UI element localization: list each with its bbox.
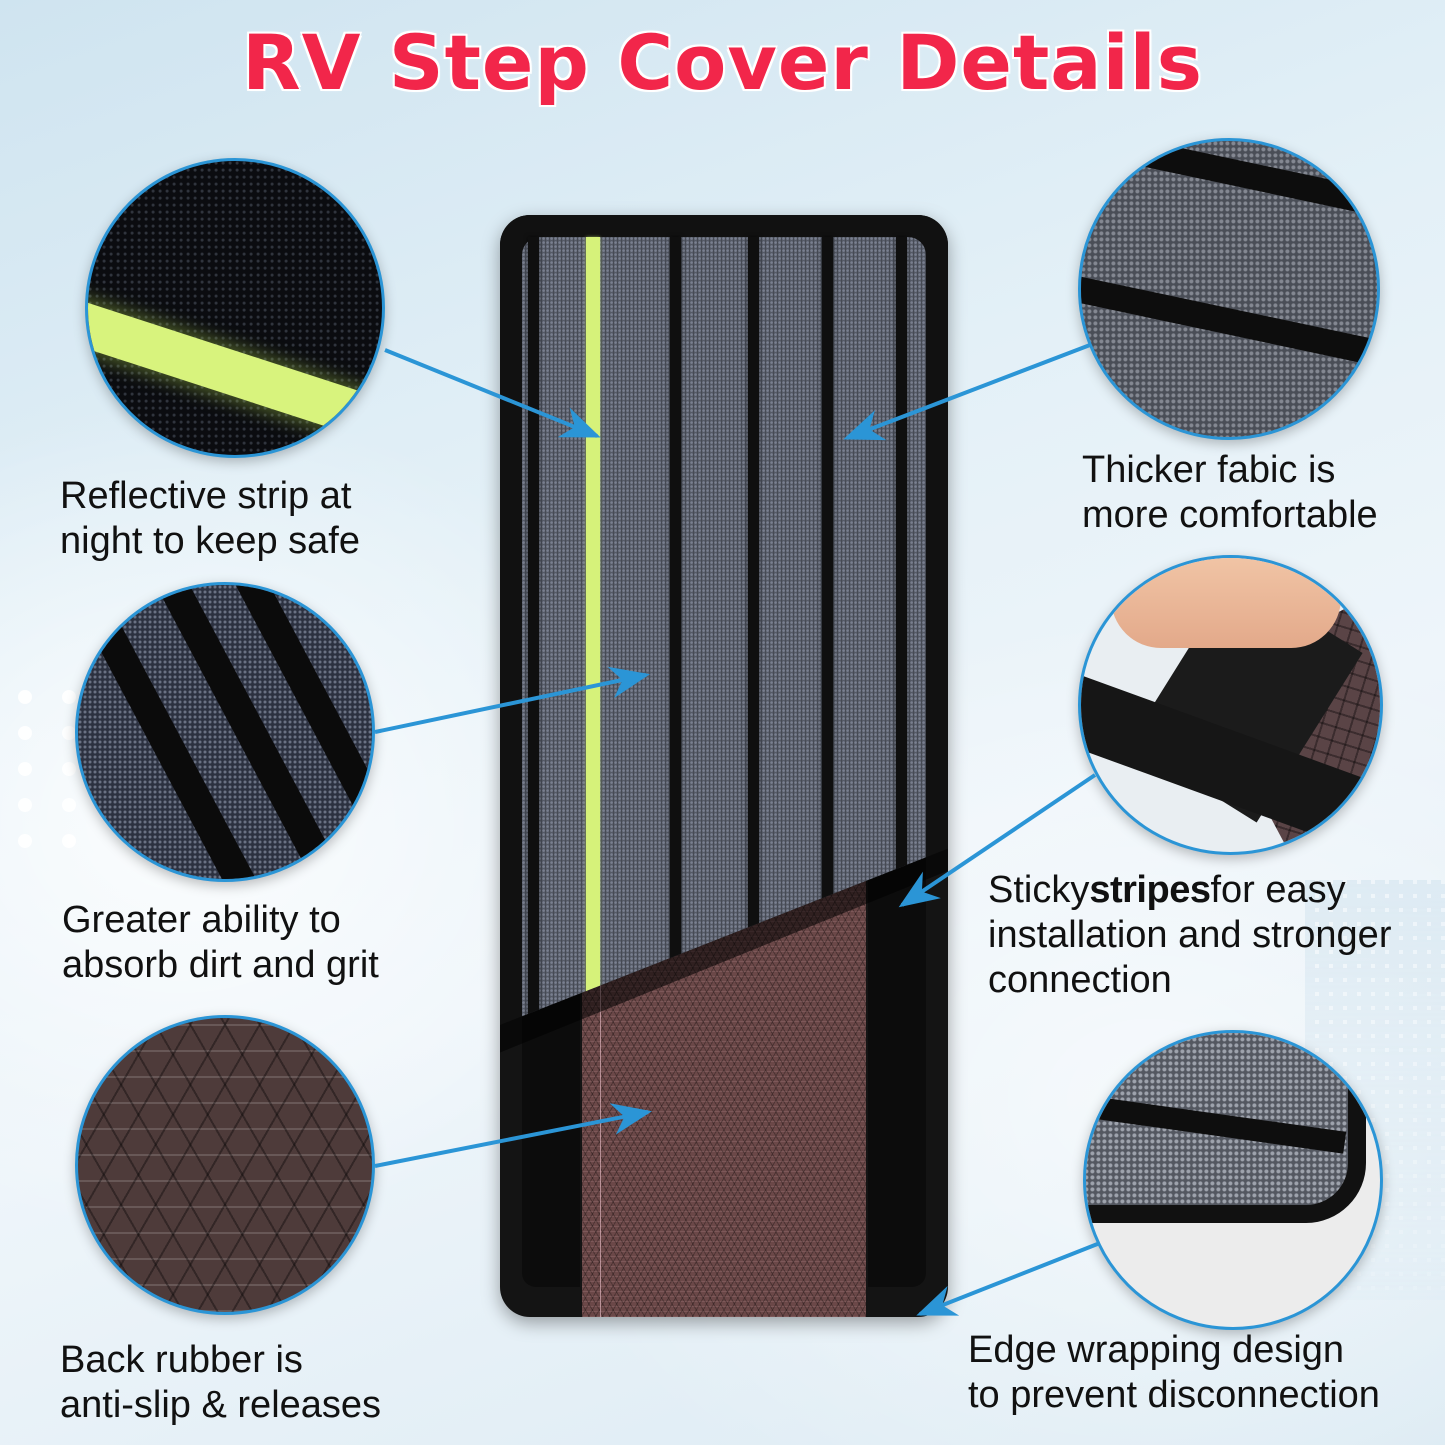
label-line: Reflective strip at bbox=[60, 475, 352, 517]
label-line: installation and stronger bbox=[988, 914, 1392, 956]
feature-label-thicker: Thicker fabic is more comfortable bbox=[1082, 448, 1378, 538]
velcro-strap-closeup-icon bbox=[1078, 555, 1383, 855]
fabric-groove bbox=[1081, 273, 1377, 375]
label-line: Thicker fabic is bbox=[1082, 449, 1336, 491]
reflective-strip-closeup-icon bbox=[85, 158, 385, 458]
step-cover-product-image bbox=[500, 215, 948, 1317]
reflective-band bbox=[88, 292, 382, 455]
thick-fabric-closeup-icon bbox=[1078, 138, 1380, 440]
label-line: Greater ability to bbox=[62, 899, 341, 941]
finger bbox=[1111, 558, 1341, 648]
feature-label-edge: Edge wrapping design to prevent disconne… bbox=[968, 1328, 1380, 1418]
carpet-texture-closeup-icon bbox=[75, 582, 375, 882]
label-line: Back rubber is bbox=[60, 1339, 303, 1381]
label-line: anti-slip & releases bbox=[60, 1384, 382, 1426]
feature-label-reflective: Reflective strip at night to keep safe bbox=[60, 474, 360, 564]
feature-label-sticky: Stickystripesfor easy installation and s… bbox=[988, 868, 1391, 1003]
label-line: Edge wrapping design bbox=[968, 1329, 1345, 1371]
carpet-groove bbox=[896, 237, 907, 1025]
label-line: to prevent disconnection bbox=[968, 1374, 1380, 1416]
edge-binding-closeup-icon bbox=[1083, 1030, 1383, 1330]
label-line: Stickystripesfor easy bbox=[988, 868, 1391, 913]
feature-label-rubber: Back rubber is anti-slip & releases bbox=[60, 1338, 381, 1428]
label-line: absorb dirt and grit bbox=[62, 944, 379, 986]
feature-label-absorb: Greater ability to absorb dirt and grit bbox=[62, 898, 379, 988]
rubber-back-closeup-icon bbox=[75, 1015, 375, 1315]
label-line: more comfortable bbox=[1082, 494, 1378, 536]
carpet-groove bbox=[670, 237, 681, 1025]
decorative-dots bbox=[18, 690, 98, 860]
label-text: Sticky bbox=[988, 869, 1090, 911]
stitch-line bbox=[600, 775, 601, 1317]
label-text: for easy bbox=[1210, 869, 1346, 911]
label-line: connection bbox=[988, 959, 1172, 1001]
carpet-groove bbox=[748, 237, 759, 1025]
fabric-groove bbox=[1081, 141, 1377, 225]
carpet-groove bbox=[822, 237, 833, 1025]
label-line: night to keep safe bbox=[60, 520, 360, 562]
page-title: RV Step Cover Details bbox=[242, 18, 1203, 107]
carpet-groove bbox=[528, 237, 539, 1025]
label-text-bold: stripes bbox=[1089, 869, 1211, 911]
